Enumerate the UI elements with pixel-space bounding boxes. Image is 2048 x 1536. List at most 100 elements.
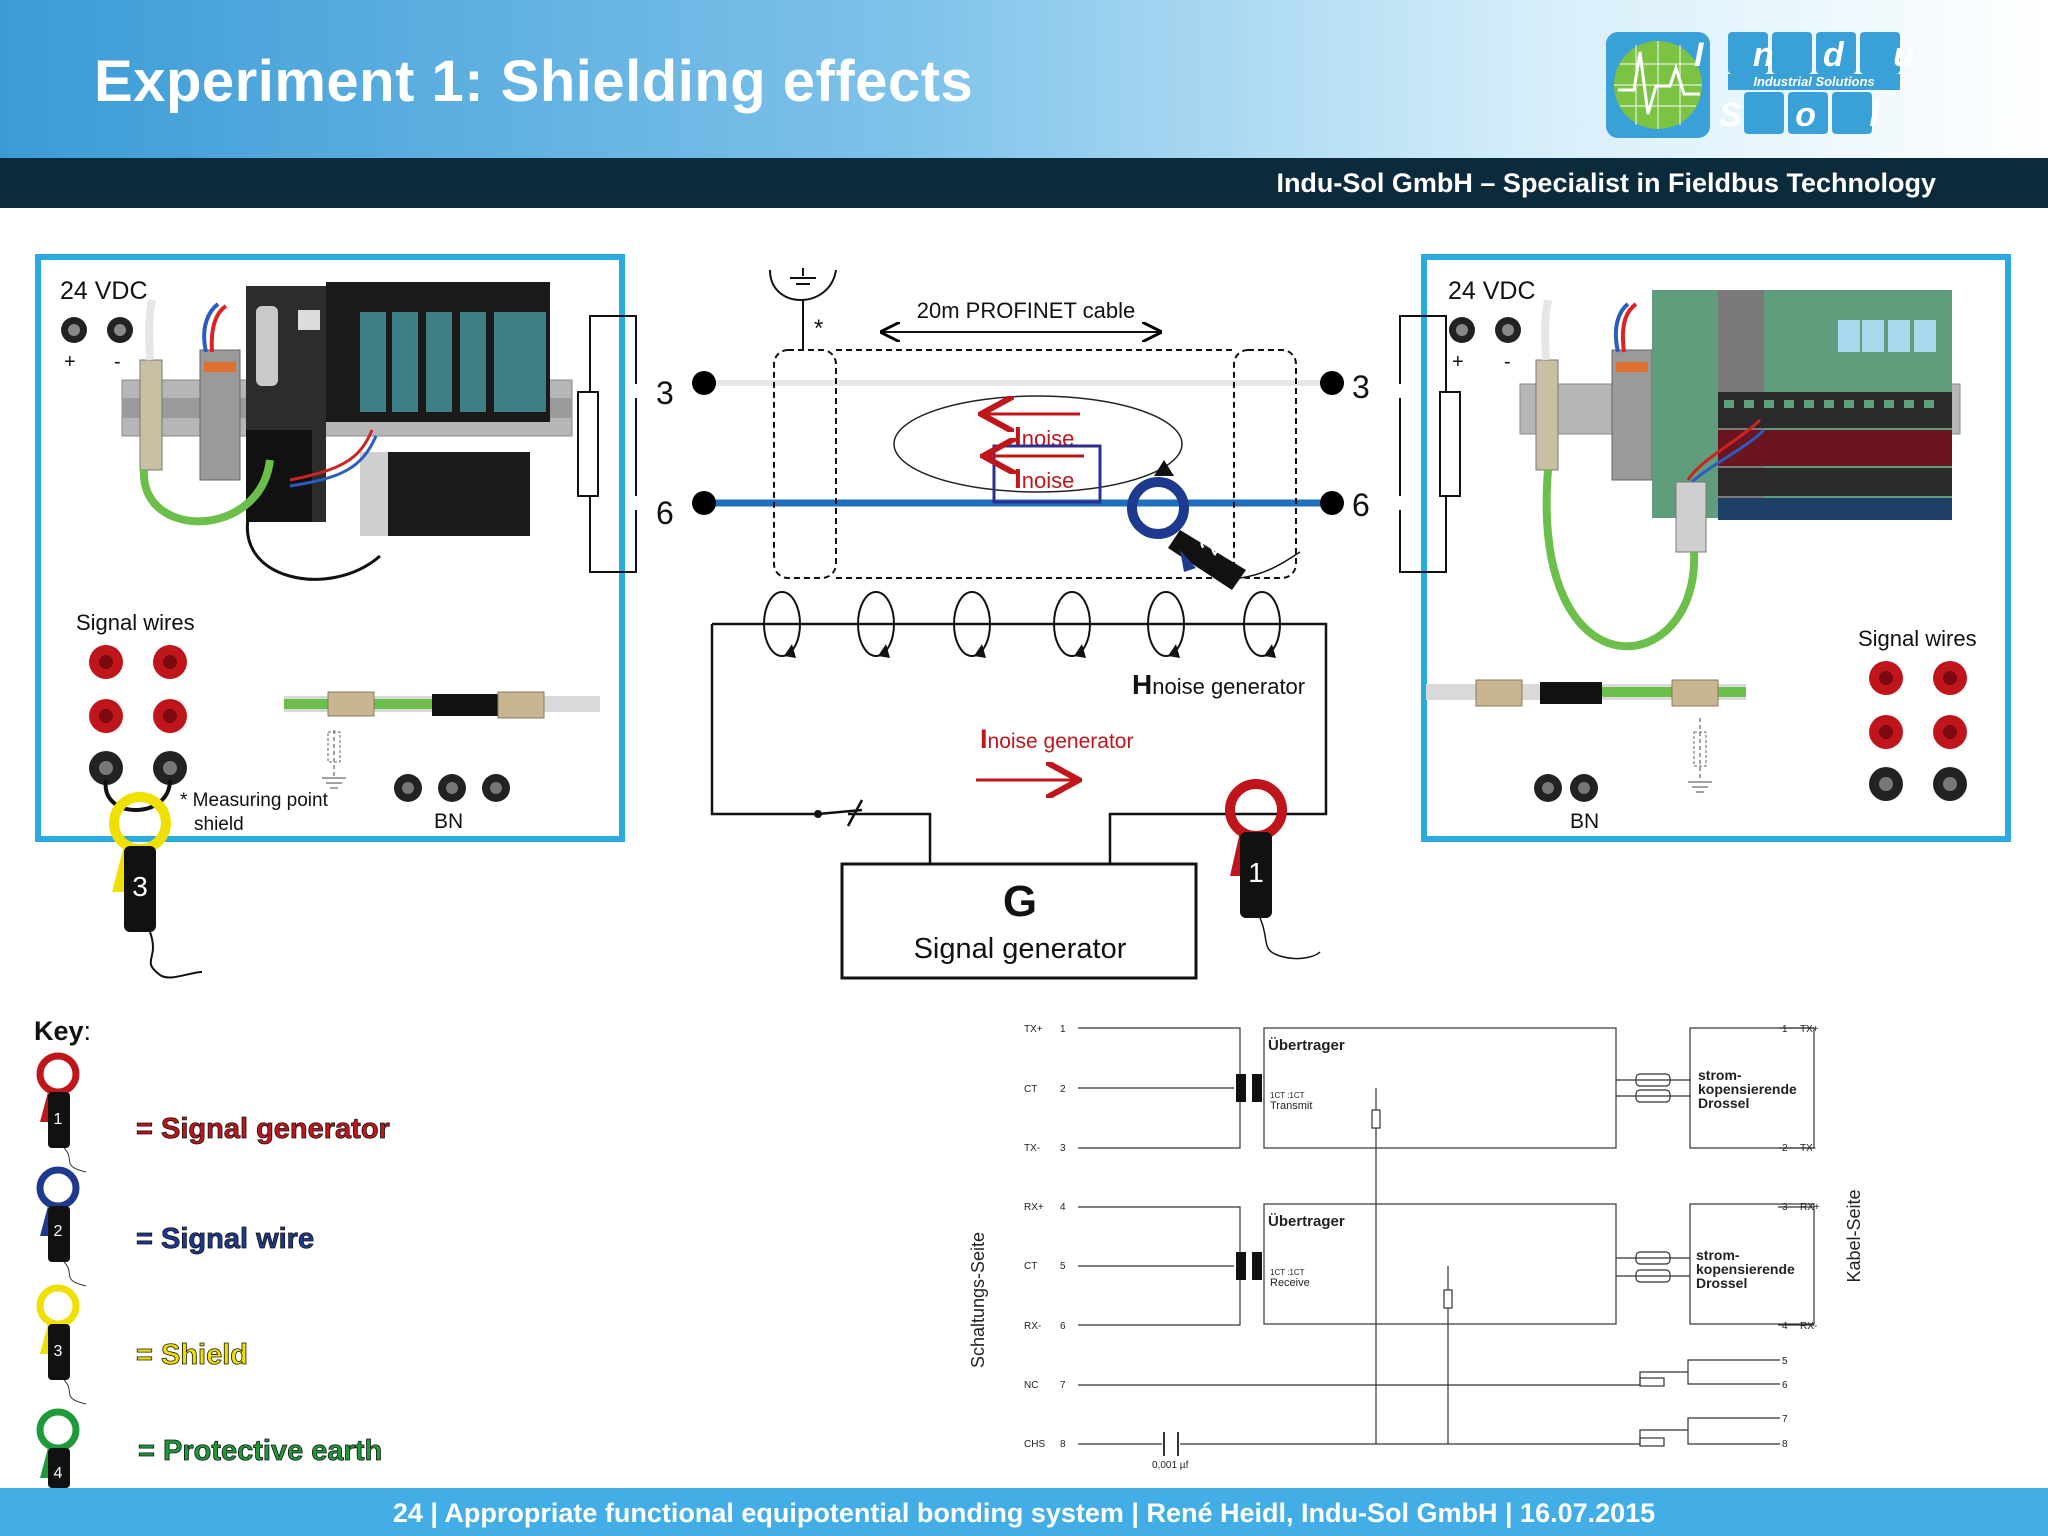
right-plus-label: + bbox=[1452, 351, 1464, 373]
kabel-seite-label: Kabel-Seite bbox=[1844, 1189, 1864, 1282]
svg-text:1CT :1CT: 1CT :1CT bbox=[1270, 1091, 1305, 1100]
svg-text:RX-: RX- bbox=[1800, 1321, 1817, 1332]
subtitle: Indu-Sol GmbH – Specialist in Fieldbus T… bbox=[1276, 168, 1936, 198]
svg-text:6: 6 bbox=[1060, 1321, 1066, 1332]
right-signal-wires-label: Signal wires bbox=[1858, 626, 1977, 651]
left-panel: 24 VDC + - Signal wires bbox=[35, 254, 625, 842]
measuring-point-label-1: * Measuring point bbox=[180, 790, 329, 811]
clamp-3-shield: 3 bbox=[109, 792, 203, 979]
svg-text:Drossel: Drossel bbox=[1696, 1275, 1747, 1291]
svg-text:2: 2 bbox=[1782, 1143, 1788, 1154]
left-terminal-connectors bbox=[380, 452, 530, 536]
logo-top-letters: I n d u bbox=[1694, 36, 1934, 74]
page-title: Experiment 1: Shielding effects bbox=[94, 49, 974, 114]
right-minus-label: - bbox=[1504, 351, 1511, 373]
key-item-2-label: = Signal wire bbox=[136, 1223, 314, 1255]
key-legend: Key: 1 = Signal generator 2 = Signal wir… bbox=[34, 1016, 390, 1488]
signal-generator-box bbox=[840, 862, 1198, 980]
inoise-highlight-box bbox=[992, 444, 1102, 504]
svg-text:CT: CT bbox=[1024, 1084, 1037, 1095]
shield-left-end bbox=[773, 349, 837, 579]
h-noise-label: Hnoise generator bbox=[1132, 669, 1305, 700]
field-loop-arrows bbox=[784, 644, 1276, 658]
svg-text:1: 1 bbox=[1782, 1024, 1788, 1035]
key-item-1: 1 = Signal generator bbox=[36, 1052, 390, 1173]
noise-field-ellipse bbox=[893, 395, 1183, 493]
key-item-2-num: 2 bbox=[54, 1223, 63, 1240]
svg-text:5: 5 bbox=[1060, 1261, 1066, 1272]
right-bn-label: BN bbox=[1570, 810, 1599, 833]
right-supply-label: 24 VDC bbox=[1448, 277, 1536, 305]
shield-right-end bbox=[1233, 349, 1297, 579]
left-minus-label: - bbox=[114, 351, 121, 373]
cable-length-label: 20m PROFINET cable bbox=[917, 298, 1135, 323]
svg-text:strom-: strom- bbox=[1698, 1067, 1742, 1083]
svg-text:4: 4 bbox=[1060, 1202, 1066, 1213]
clamp-1-signal-generator: 1 bbox=[1225, 779, 1321, 960]
svg-text:TX+: TX+ bbox=[1024, 1024, 1043, 1035]
transmit-transformer-label: Übertrager bbox=[1268, 1037, 1345, 1054]
capacitor-label: 0,001 µf bbox=[1152, 1460, 1189, 1471]
svg-text:TX-: TX- bbox=[1024, 1143, 1040, 1154]
svg-text:1CT :1CT: 1CT :1CT bbox=[1270, 1268, 1305, 1277]
svg-text:6: 6 bbox=[1782, 1380, 1788, 1391]
right-panel: 24 VDC + - bbox=[1421, 254, 2011, 842]
svg-text:8: 8 bbox=[1782, 1439, 1788, 1450]
svg-text:4: 4 bbox=[1782, 1321, 1788, 1332]
generator-loop-right bbox=[712, 622, 1328, 864]
transmit-transformer-block bbox=[1263, 1027, 1617, 1149]
left-bn-sockets bbox=[394, 774, 510, 802]
logo-bottom-letters: S o l bbox=[1719, 96, 1901, 134]
footer-text: 24 | Appropriate functional equipotentia… bbox=[392, 1498, 1656, 1528]
rx-choke-block bbox=[1689, 1203, 1815, 1325]
svg-text:RX-: RX- bbox=[1024, 1321, 1041, 1332]
pin-label-right-bottom: 6 bbox=[1352, 487, 1370, 523]
svg-text:8: 8 bbox=[1060, 1439, 1066, 1450]
subtitle-bar bbox=[0, 158, 2048, 208]
key-item-4-num: 4 bbox=[54, 1465, 63, 1482]
svg-text:TX-: TX- bbox=[1800, 1143, 1816, 1154]
generator-label: Signal generator bbox=[914, 933, 1127, 965]
cable-diagram: 3 6 3 6 * 20m PROFINET cable Inoise Inoi… bbox=[577, 268, 1461, 980]
svg-text:2: 2 bbox=[1060, 1084, 1066, 1095]
measuring-point-label-2: shield bbox=[194, 814, 244, 835]
transformer-cores bbox=[1236, 1074, 1262, 1280]
svg-text:3: 3 bbox=[1060, 1143, 1066, 1154]
svg-text:7: 7 bbox=[1782, 1414, 1788, 1425]
key-item-1-num: 1 bbox=[54, 1111, 63, 1128]
key-item-4: 4 = Protective earth bbox=[36, 1408, 383, 1488]
earth-symbol bbox=[769, 269, 837, 301]
key-title: Key: bbox=[34, 1016, 91, 1046]
left-signal-sockets bbox=[89, 645, 187, 785]
svg-text:strom-: strom- bbox=[1696, 1247, 1740, 1263]
right-green-cable bbox=[1542, 469, 1699, 651]
svg-text:TX+: TX+ bbox=[1800, 1024, 1819, 1035]
transformer-schematic: Schaltungs-Seite Kabel-Seite TX+ 1 CT 2 TX… bbox=[968, 1024, 1864, 1471]
svg-text:kopensierende: kopensierende bbox=[1698, 1081, 1797, 1097]
svg-text:3: 3 bbox=[1782, 1202, 1788, 1213]
left-bn-label: BN bbox=[434, 810, 463, 833]
pin-label-left-top: 3 bbox=[656, 375, 674, 411]
svg-text:RX+: RX+ bbox=[1800, 1202, 1820, 1213]
key-item-3: 3 = Shield bbox=[36, 1284, 248, 1405]
svg-text:1: 1 bbox=[1060, 1024, 1066, 1035]
logo-tagline: Industrial Solutions bbox=[1753, 74, 1874, 89]
experiment-diagram: 24 VDC + - Signal wires bbox=[34, 254, 2011, 1488]
pin-label-right-top: 3 bbox=[1352, 369, 1370, 405]
left-plus-label: + bbox=[64, 351, 76, 373]
svg-text:CHS: CHS bbox=[1024, 1439, 1045, 1450]
schaltungs-seite-label: Schaltungs-Seite bbox=[968, 1232, 988, 1368]
svg-text:kopensierende: kopensierende bbox=[1696, 1261, 1795, 1277]
tx-choke-block bbox=[1689, 1027, 1815, 1149]
shield-asterisk: * bbox=[814, 315, 823, 342]
inoise-label-2: Inoise bbox=[1014, 463, 1074, 494]
key-item-2: 2 = Signal wire bbox=[36, 1166, 314, 1287]
logo-letter-blocks bbox=[1728, 32, 1900, 134]
left-supply-label: 24 VDC bbox=[60, 277, 148, 305]
svg-text:7: 7 bbox=[1060, 1380, 1066, 1391]
left-signal-wires-label: Signal wires bbox=[76, 610, 195, 635]
left-green-cable bbox=[139, 459, 274, 526]
clamp-2-signal-wire: 2 bbox=[1127, 460, 1301, 590]
